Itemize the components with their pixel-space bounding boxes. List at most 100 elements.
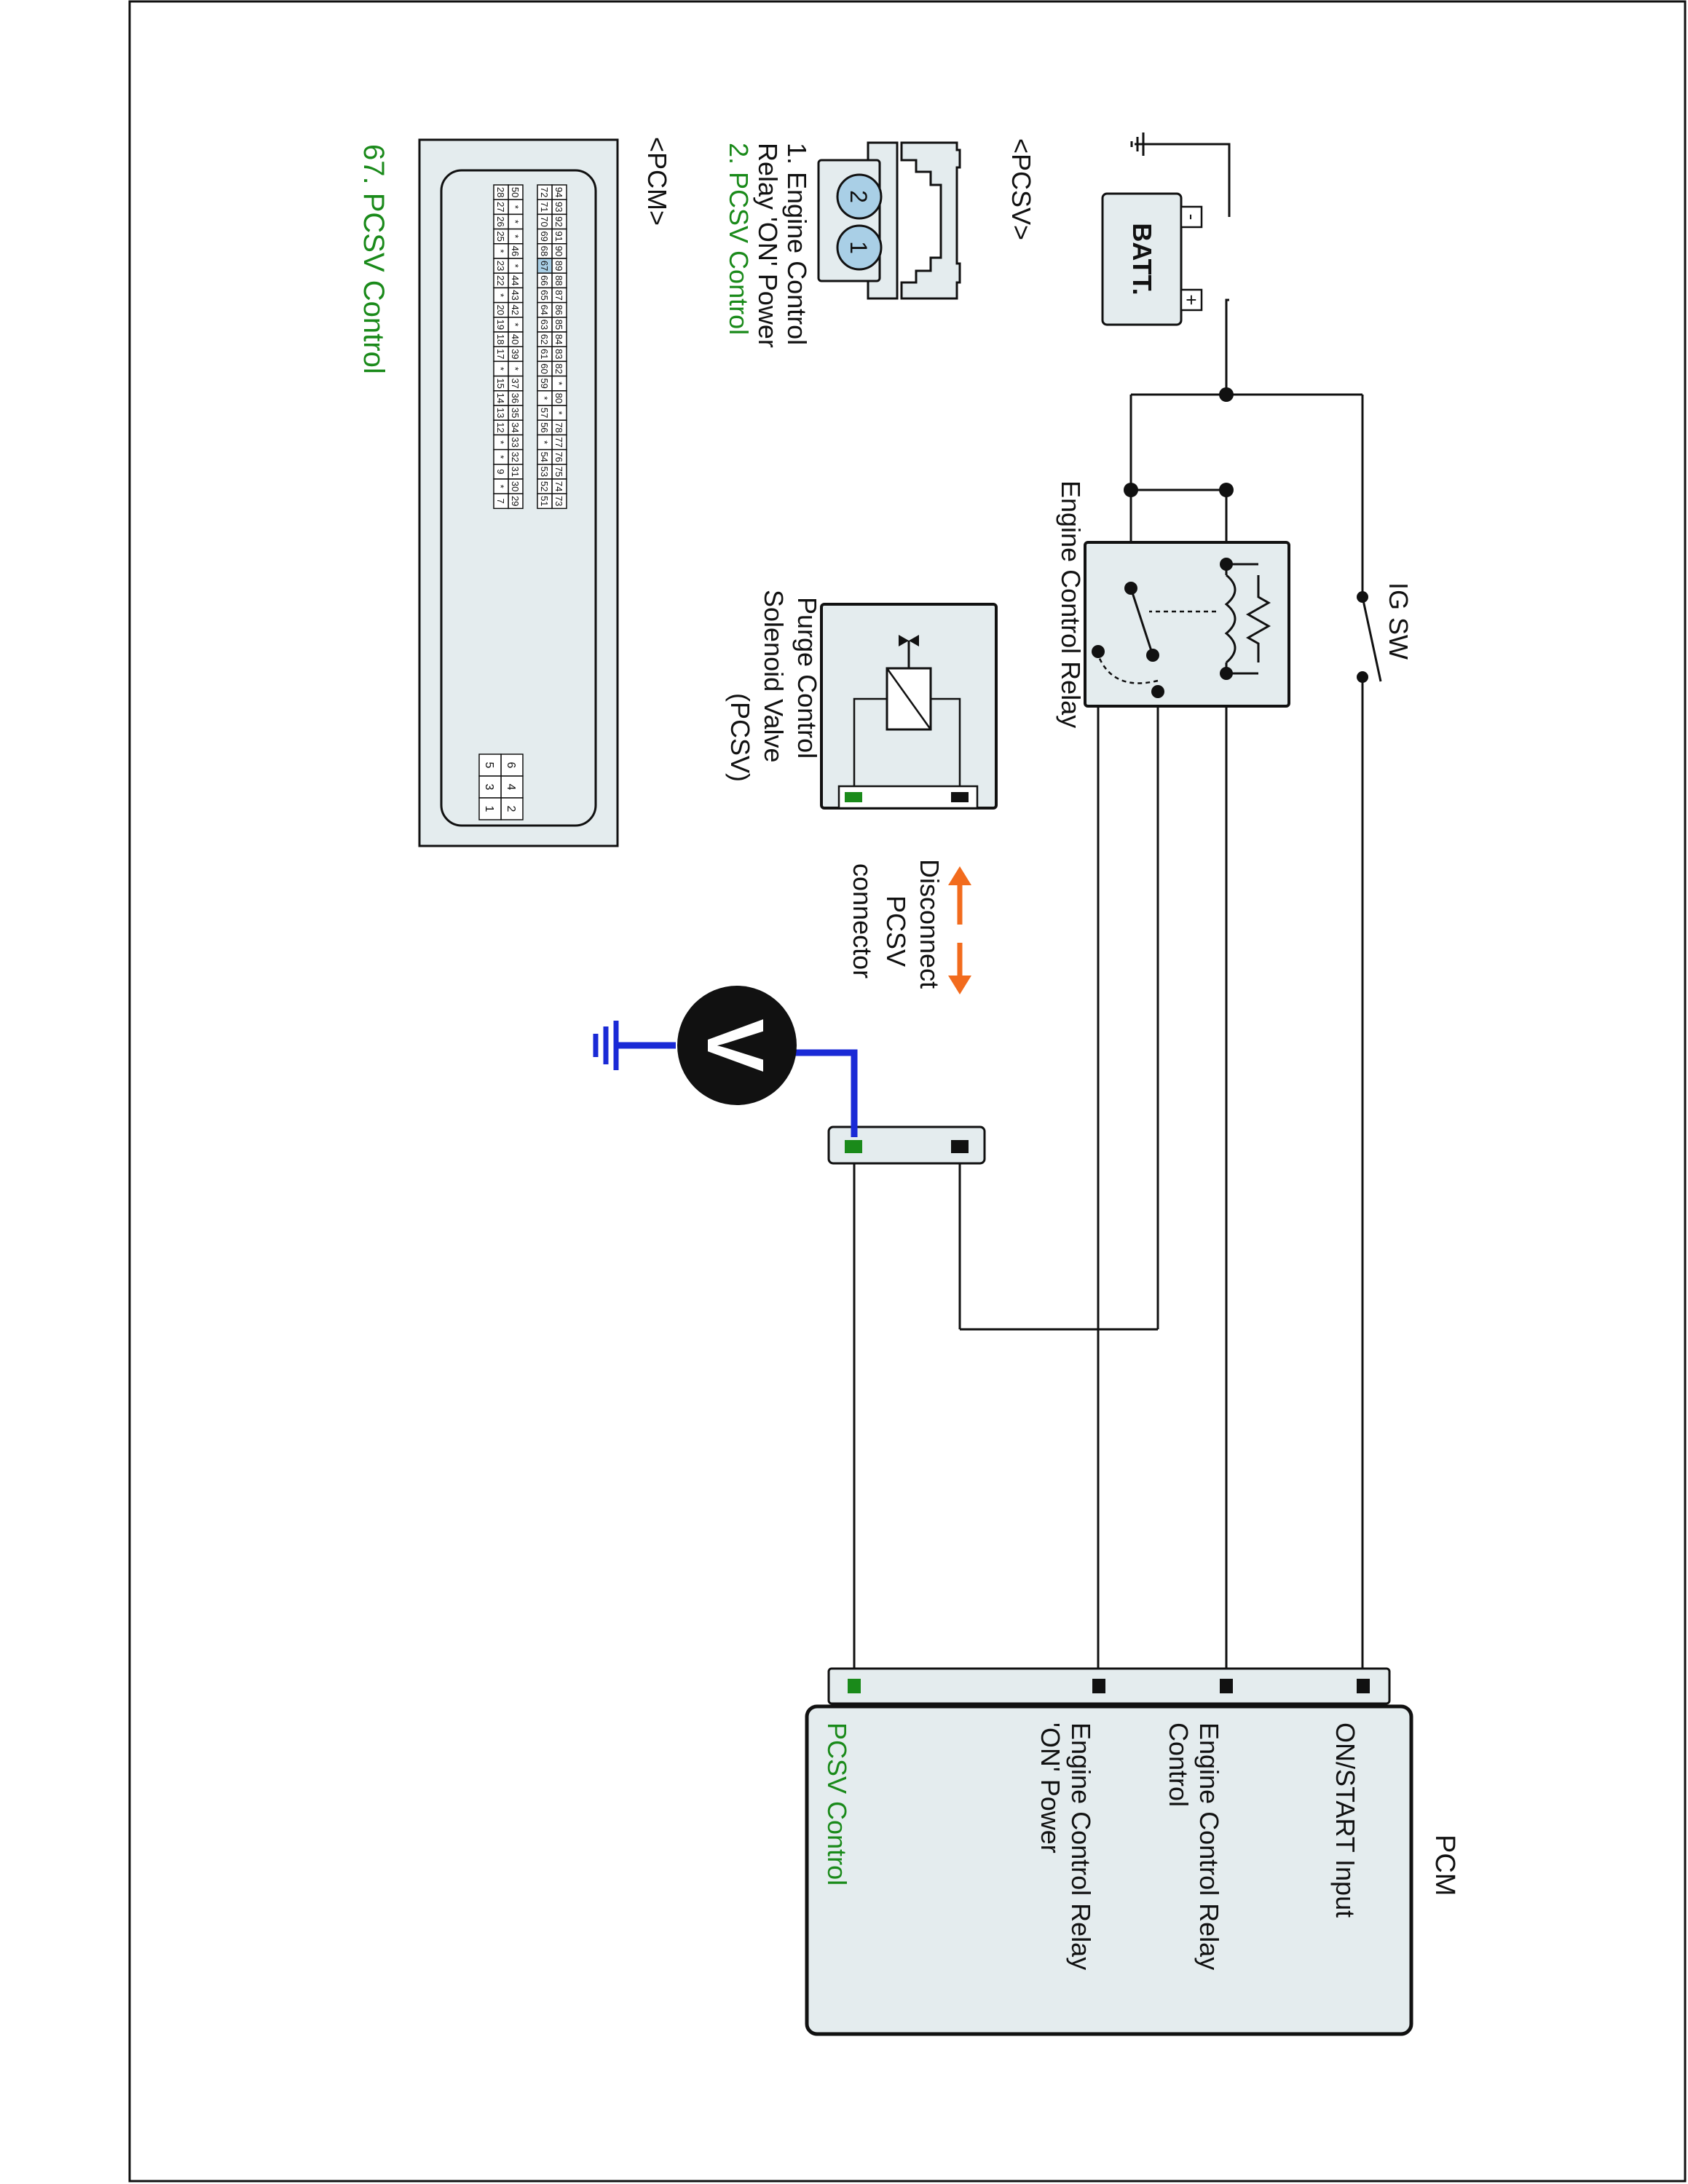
battery-ground-wire — [1158, 143, 1231, 217]
pcm-pin-number: * — [510, 264, 521, 268]
pcsv-valve: Purge Control Solenoid Valve (PCSV) — [725, 590, 998, 810]
battery-positive-wire — [1225, 298, 1362, 396]
battery-minus: - — [1181, 214, 1203, 221]
wires — [1158, 143, 1364, 1688]
pcm-pin-number: 65 — [539, 290, 550, 300]
pcm-pin-number: 82 — [553, 363, 564, 373]
pcm-pin-number: 63 — [539, 320, 550, 330]
pcm-pin-number: * — [510, 323, 521, 326]
pcm-pin-number: * — [539, 440, 550, 444]
pcm-title: PCM — [1429, 1835, 1460, 1896]
pcsv-legend-line: 2. PCSV Control — [724, 143, 754, 335]
pcm-pin-number: 23 — [495, 261, 506, 271]
pcm-pin-cell — [493, 493, 509, 510]
pcm-pin-number: 73 — [553, 496, 564, 506]
pcm-aux-number: 3 — [483, 784, 495, 791]
pcm-pin-number: 44 — [510, 275, 521, 285]
pcm-pin-number: * — [495, 455, 506, 459]
pcm-pin-number: 60 — [539, 363, 550, 373]
pcm-pin-number: * — [495, 440, 506, 444]
pcm-aux-number: 5 — [483, 762, 495, 769]
pcm-aux-number: 6 — [505, 762, 517, 769]
pcm-pin-number: 80 — [553, 393, 564, 403]
pcm-pin-number: * — [539, 396, 550, 400]
pcm-pin-number: 74 — [553, 481, 564, 491]
pcm-pin-number: 88 — [553, 275, 564, 285]
pcm-pin-number: 92 — [553, 216, 564, 226]
pcm-pin-number: 90 — [553, 246, 564, 256]
pcm-aux-number: 1 — [483, 806, 495, 812]
pcsv-label-1: Purge Control — [792, 597, 822, 759]
pcm-pin-number: 28 — [495, 187, 506, 197]
pcm-pin-number: 19 — [495, 320, 506, 330]
pcm-pin-number: 9 — [495, 469, 506, 474]
pcm-pin-number: * — [495, 367, 506, 371]
pcm-pin-number: 17 — [495, 349, 506, 359]
ground-icon — [1130, 132, 1158, 156]
pcm-pin-number: 12 — [495, 422, 506, 432]
pcm-pin-number: 18 — [495, 334, 506, 344]
pcm-pin-number: * — [495, 293, 506, 297]
pcm-pin-number: 32 — [510, 451, 521, 462]
pcm-pin-number: 35 — [510, 408, 521, 418]
pcm-pin-cell — [537, 493, 553, 510]
pcm-aux-number: 4 — [505, 784, 517, 791]
pcm-pin-number: 70 — [539, 216, 550, 226]
pcm-pin-number: 89 — [553, 261, 564, 271]
pcm-pin-number: 29 — [510, 496, 521, 506]
pcm-pin-number: 68 — [539, 246, 550, 256]
pcm-connector-face: <PCM> 94939291908988878685848382*80*7877… — [358, 137, 672, 847]
junction-dots — [1124, 387, 1234, 497]
battery-label: BATT. — [1127, 223, 1157, 295]
battery-plus: + — [1180, 294, 1202, 305]
pcm-pin-number: 93 — [553, 202, 564, 212]
pcm-pin-number: 30 — [510, 481, 521, 491]
ig-switch: IG SW — [1357, 582, 1413, 683]
pcm-pin-number: 67 — [539, 261, 550, 271]
pcm-pin-number: 37 — [510, 378, 521, 388]
pcm-pin-number: 94 — [553, 187, 564, 197]
pcm-pin-number: 36 — [510, 393, 521, 403]
voltmeter-label: V — [690, 1018, 780, 1072]
pcm-pin-number: 40 — [510, 334, 521, 344]
pcm-pin-label: 'ON' Power — [1036, 1722, 1065, 1853]
pcsv-pin-2: 1 — [845, 241, 872, 254]
pcsv-label-2: Solenoid Valve — [759, 590, 789, 763]
relay-label: Engine Control Relay — [1056, 480, 1086, 728]
page-frame — [128, 0, 1687, 2183]
pcm-pin-number: 62 — [539, 334, 550, 344]
pcm-pin-number: 66 — [539, 275, 550, 285]
pcm-pin-number: 22 — [495, 275, 506, 285]
pcm-pin-number: * — [495, 485, 506, 488]
disconnect-label-1: Disconnect — [915, 859, 944, 989]
pcm-pin-number: 87 — [553, 290, 564, 300]
pcm-aux-number: 2 — [505, 806, 517, 812]
disconnect-label-3: connector — [848, 863, 877, 978]
pcm-aux-cell — [478, 797, 502, 820]
pcm-pin-number: 20 — [495, 304, 506, 314]
pcm-pin-number: 54 — [539, 451, 550, 462]
pcm-pin-number: * — [510, 205, 521, 209]
pcm-pin-number: 86 — [553, 304, 564, 314]
pcm-connector-caption: 67. PCSV Control — [358, 144, 390, 374]
pcm-pin-number: 59 — [539, 378, 550, 388]
disconnect-label-2: PCSV — [881, 895, 911, 967]
pcm-pin-number: 33 — [510, 437, 521, 447]
pcm-pin-number: 15 — [495, 378, 506, 388]
pcm-pin-number: 13 — [495, 408, 506, 418]
pcm-pin-number: 39 — [510, 349, 521, 359]
pcm-pin-number: 7 — [495, 499, 506, 504]
voltmeter-ground-icon — [593, 1021, 619, 1070]
pcsv-pin-1: 2 — [845, 190, 872, 203]
pcm-pin-number: 77 — [553, 437, 564, 447]
pcm-pin-number: 85 — [553, 320, 564, 330]
pcm-pin-number: * — [510, 234, 521, 238]
pcm-pin-number: 26 — [495, 216, 506, 226]
pcm-connector-title: <PCM> — [642, 137, 672, 226]
pcm-pin-number: 52 — [539, 481, 550, 491]
ig-sw-label: IG SW — [1384, 582, 1413, 660]
pcm-pin-number: 57 — [539, 408, 550, 418]
